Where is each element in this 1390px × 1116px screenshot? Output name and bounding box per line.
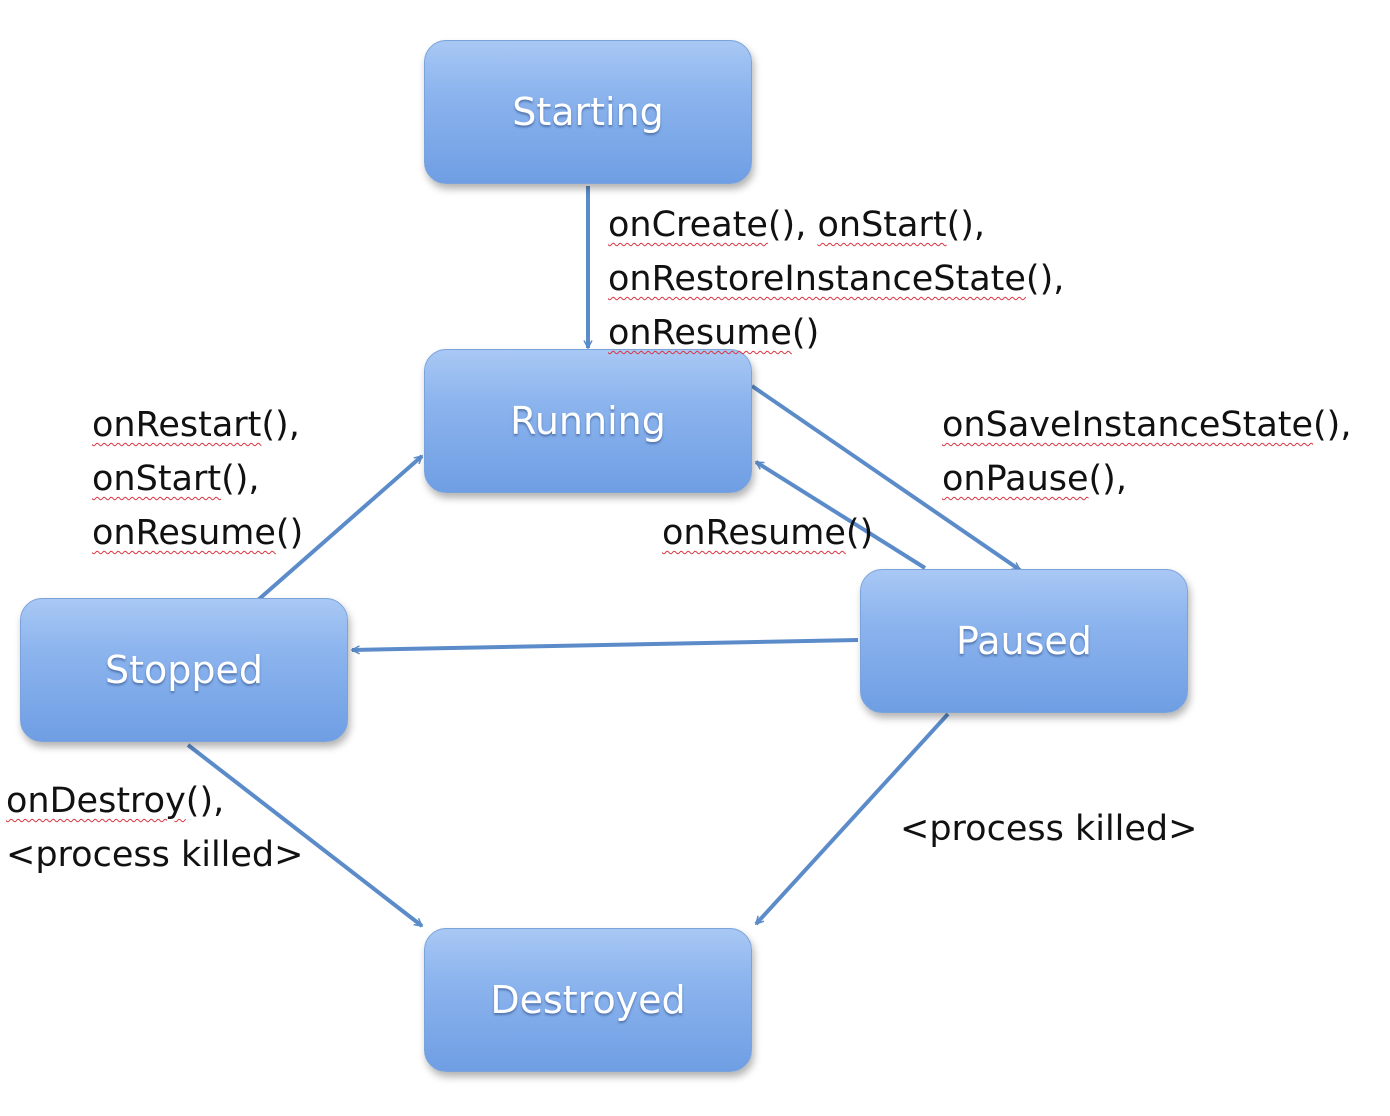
method-onresume: onResume — [92, 513, 276, 553]
method-oncreate: onCreate — [608, 205, 768, 245]
process-killed-text: <process killed> — [6, 835, 304, 875]
state-destroyed-label: Destroyed — [490, 978, 686, 1022]
arrow-running-to-paused — [750, 384, 1020, 572]
method-onresume: onResume — [608, 313, 792, 353]
state-starting-label: Starting — [512, 90, 664, 134]
method-onpause: onPause — [942, 459, 1089, 499]
method-onsaveinstancestate: onSaveInstanceState — [942, 405, 1314, 445]
state-running: Running — [424, 349, 752, 493]
state-stopped: Stopped — [20, 598, 348, 742]
arrow-stopped-to-running — [256, 454, 424, 602]
arrow-paused-to-running — [756, 460, 927, 570]
method-ondestroy: onDestroy — [6, 781, 186, 821]
state-starting: Starting — [424, 40, 752, 184]
method-onstart: onStart — [817, 205, 947, 245]
method-onrestart: onRestart — [92, 405, 262, 445]
state-paused: Paused — [860, 569, 1188, 713]
label-paused-to-running: onResume() — [662, 513, 874, 553]
label-running-to-paused: onSaveInstanceState(), onPause(), — [942, 405, 1352, 499]
state-running-label: Running — [510, 399, 666, 443]
method-onrestoreinstancestate: onRestoreInstanceState — [608, 259, 1026, 299]
process-killed-text: <process killed> — [900, 809, 1198, 849]
state-paused-label: Paused — [956, 619, 1092, 663]
arrow-paused-to-stopped — [352, 638, 859, 650]
label-starting-to-running: onCreate(), onStart(), onRestoreInstance… — [608, 205, 1065, 353]
state-stopped-label: Stopped — [104, 648, 263, 692]
state-destroyed: Destroyed — [424, 928, 752, 1072]
label-paused-to-destroyed: <process killed> — [900, 802, 1197, 856]
label-stopped-to-destroyed: onDestroy(), <process killed> — [6, 774, 303, 882]
method-onstart: onStart — [92, 459, 222, 499]
method-onresume: onResume — [662, 513, 846, 553]
arrow-stopped-to-destroyed — [186, 743, 422, 928]
arrow-paused-to-destroyed — [754, 712, 950, 926]
label-stopped-to-running: onRestart(), onStart(), onResume() — [92, 405, 304, 553]
